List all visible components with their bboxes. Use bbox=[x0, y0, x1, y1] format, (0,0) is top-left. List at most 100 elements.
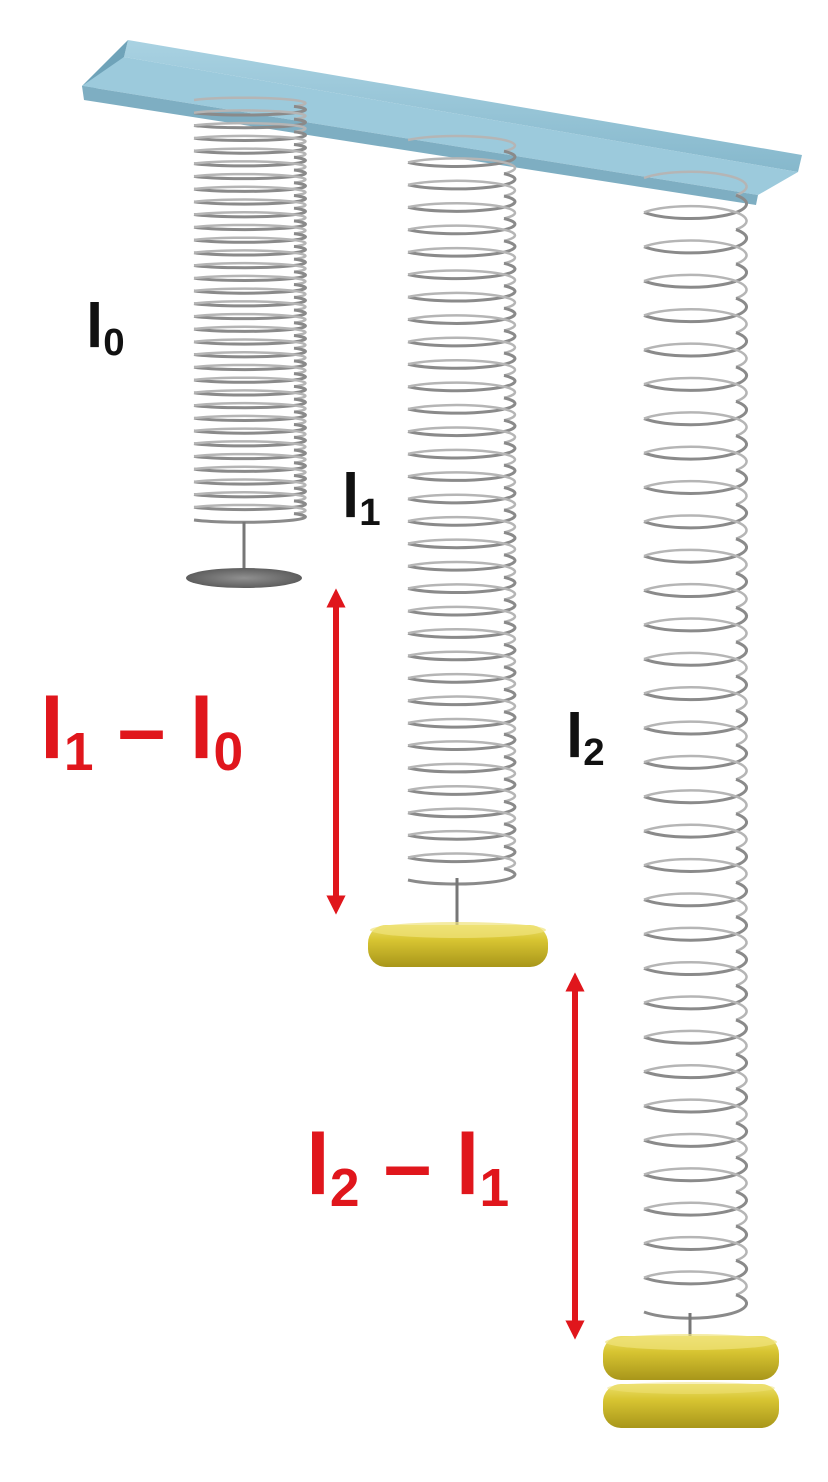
spring-coil-back bbox=[193, 274, 307, 286]
spring-coil-back bbox=[193, 249, 307, 261]
spring-coil-front bbox=[643, 1087, 749, 1114]
weight-single bbox=[368, 878, 548, 967]
spring-coil-back bbox=[643, 1167, 748, 1193]
spring-coil-front bbox=[407, 217, 517, 236]
spring-coil-front bbox=[193, 372, 307, 384]
spring-coil-back bbox=[407, 650, 517, 669]
spring-coil-front bbox=[193, 486, 307, 499]
hanger-plate bbox=[186, 522, 302, 588]
spring-coil-back bbox=[407, 246, 517, 265]
spring-coil-front bbox=[407, 643, 517, 662]
spring-coil-front bbox=[407, 284, 517, 303]
spring-coil-front bbox=[193, 232, 307, 244]
spring-coil-back bbox=[407, 358, 517, 377]
spring-coil-back bbox=[407, 314, 517, 332]
spring-coil-back bbox=[643, 960, 748, 987]
spring-coil-back bbox=[407, 426, 517, 444]
spring-coil-front bbox=[193, 219, 307, 232]
spring-coil-back bbox=[193, 491, 307, 503]
spring-coil-back bbox=[643, 926, 748, 953]
spring-coil-front bbox=[193, 257, 307, 270]
spring-coil-back bbox=[643, 1029, 748, 1056]
spring-coil-back bbox=[407, 157, 517, 175]
spring-coil-back bbox=[193, 440, 307, 452]
spring-coil-front bbox=[193, 143, 307, 155]
spring-coil-back bbox=[193, 236, 307, 248]
spring-coil-back bbox=[193, 172, 307, 184]
spring-coil-back bbox=[193, 452, 307, 464]
spring-coil-back bbox=[643, 1270, 748, 1296]
spring-coil-front bbox=[643, 399, 749, 427]
spring-coil-back bbox=[643, 514, 748, 540]
spring-coil-front bbox=[407, 329, 517, 348]
spring-coil-back bbox=[193, 503, 307, 515]
spring-coil-front bbox=[193, 168, 307, 181]
spring-coil-front bbox=[193, 244, 307, 257]
spring-coil-back bbox=[643, 342, 748, 369]
spring-coil-front bbox=[643, 1293, 749, 1320]
spring-coil-back bbox=[193, 185, 307, 197]
spring-coil-front bbox=[193, 448, 307, 461]
spring-coil-front bbox=[643, 537, 749, 564]
spring-coil-back bbox=[643, 720, 748, 747]
spring-coil-front bbox=[643, 606, 749, 633]
spring-coil-back bbox=[407, 672, 517, 691]
spring-coil-front bbox=[643, 743, 749, 770]
spring-coil-back bbox=[193, 478, 307, 490]
spring-coil-front bbox=[407, 373, 517, 393]
spring-coil-back bbox=[643, 892, 748, 918]
spring-coil-back bbox=[193, 134, 307, 146]
spring-coil-back bbox=[193, 325, 307, 337]
spring-coil-back bbox=[193, 109, 307, 121]
spring-coil-back bbox=[193, 211, 307, 223]
spring-coil-front bbox=[407, 598, 517, 617]
spring-coil-front bbox=[407, 530, 517, 550]
spring-coil-back bbox=[643, 445, 748, 472]
spring-coil-back bbox=[407, 807, 517, 826]
spring-coil-front bbox=[407, 441, 517, 460]
spring-coil-back bbox=[643, 789, 748, 815]
spring-coil-back bbox=[643, 376, 748, 403]
spring-coil-front bbox=[643, 193, 749, 221]
spring-coil-back bbox=[407, 515, 517, 534]
spring-coil-front bbox=[643, 846, 749, 873]
spring-coil-front bbox=[407, 575, 517, 595]
spring-coil-front bbox=[407, 844, 517, 864]
spring-coil-back bbox=[193, 414, 307, 426]
spring-coil-front bbox=[193, 283, 307, 295]
spring-coil-front bbox=[193, 461, 307, 473]
spring-coil-back bbox=[193, 198, 307, 210]
spring-coil-back bbox=[407, 134, 517, 153]
spring-coil-back bbox=[193, 338, 307, 350]
spring-coil-front bbox=[643, 777, 749, 805]
spring-coil-front bbox=[407, 239, 517, 258]
spring-coil-back bbox=[643, 823, 748, 850]
spring-coil-back bbox=[407, 201, 517, 220]
spring-coil-front bbox=[193, 155, 307, 168]
spring-coil-back bbox=[407, 740, 517, 758]
spring-coil-front bbox=[407, 261, 517, 281]
spring-coil-front bbox=[193, 512, 307, 524]
spring-coil-back bbox=[407, 493, 517, 512]
weight-double bbox=[603, 1313, 779, 1428]
spring-coil-back bbox=[643, 1098, 748, 1125]
spring-coil-back bbox=[407, 336, 517, 355]
spring-coil-front bbox=[643, 984, 749, 1011]
spring-coil-front bbox=[407, 687, 517, 707]
spring-coil-front bbox=[643, 640, 749, 667]
spring-coil-back bbox=[193, 363, 307, 375]
spring-coil-back bbox=[643, 651, 748, 678]
spring-coil-front bbox=[643, 1155, 749, 1183]
spring-coil-front bbox=[643, 262, 749, 289]
spring-coil-back bbox=[193, 147, 307, 159]
spring-coil-back bbox=[193, 223, 307, 235]
spring-coil-back bbox=[407, 291, 517, 310]
spring-coil-front bbox=[643, 881, 749, 908]
spring-coil-front bbox=[193, 397, 307, 410]
spring-coil-back bbox=[643, 995, 748, 1022]
spring-coil-front bbox=[407, 463, 517, 482]
spring-coil-back bbox=[643, 411, 748, 437]
spring-coil-front bbox=[193, 359, 307, 372]
spring-coil-front bbox=[193, 206, 307, 219]
